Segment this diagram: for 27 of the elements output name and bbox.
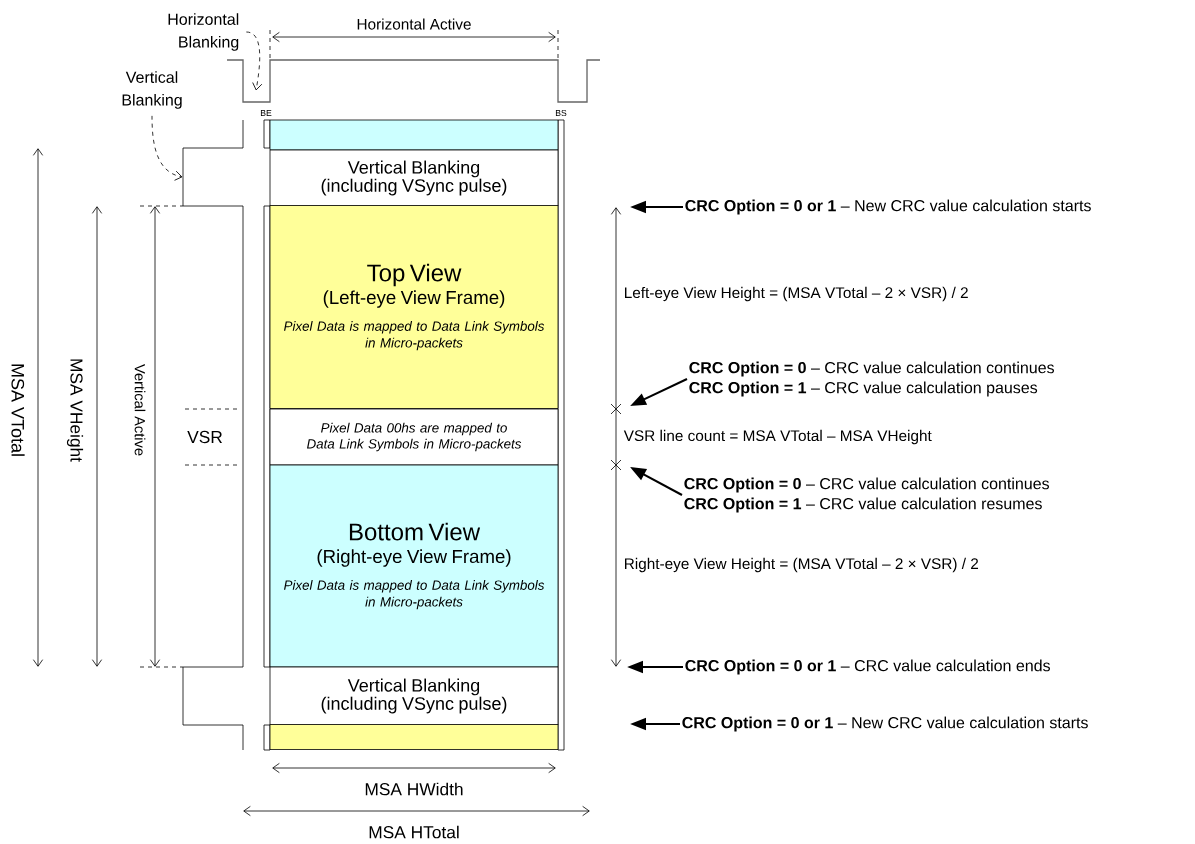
vsync-waveform — [182, 119, 244, 751]
frame-band: Bottom View (Right-eye View Frame) Pixel Data is mapped to Data Link Symbols in Micro-packets — [269, 464, 559, 668]
frame-band: Top View (Left-eye View Frame) Pixel Data is mapped to Data Link Symbols in Micro-packets — [269, 205, 559, 409]
frame-band — [269, 119, 559, 151]
dimension-label: MSA VHeight — [65, 356, 85, 464]
blanking-label: Vertical Blanking — [122, 71, 182, 109]
crc-note: CRC Option = 0 or 1 – New CRC value calculation starts — [685, 199, 1091, 215]
crc-note: CRC Option = 0 or 1 – CRC value calculation ends — [685, 659, 1050, 675]
hsync-waveform — [226, 59, 601, 103]
crc-note: CRC Option = 0 or 1 – New CRC value calculation starts — [682, 716, 1088, 732]
frame-band — [269, 724, 559, 750]
crc-note: CRC Option = 0 – CRC value calculation continues CRC Option = 1 – CRC value calculation resumes — [684, 477, 1049, 513]
formula-text: Left-eye View Height = (MSA VTotal – 2 × VSR) / 2 — [622, 285, 970, 303]
dimension-label: MSA HWidth — [363, 781, 465, 797]
formula-text: VSR line count = MSA VTotal – MSA VHeight — [622, 428, 934, 446]
dimension-label: Vertical Active — [133, 362, 147, 458]
dimension-label: BS — [553, 108, 569, 118]
dimension-label: MSA HTotal — [366, 824, 462, 840]
dimension-label: BE — [258, 108, 274, 118]
leader-arrow — [245, 31, 263, 91]
dimension-label: MSA VTotal — [10, 361, 26, 459]
leader-arrow — [151, 115, 183, 181]
crc-note: CRC Option = 0 – CRC value calculation continues CRC Option = 1 – CRC value calculation pauses — [689, 361, 1054, 397]
blanking-label: Horizontal Blanking — [168, 13, 239, 51]
formula-text: Right-eye View Height = (MSA VTotal – 2 × VSR) / 2 — [622, 556, 981, 574]
dimension-label: VSR — [185, 429, 225, 445]
dimension-label: Horizontal Active — [355, 17, 473, 31]
